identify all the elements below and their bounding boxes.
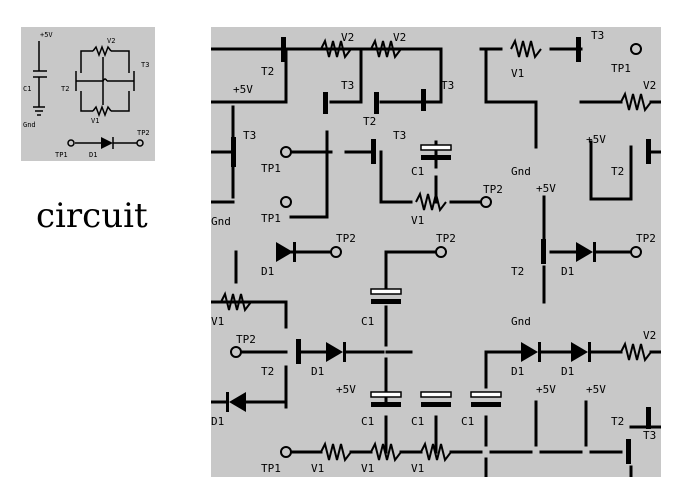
label-5v: +5V: [536, 383, 556, 396]
label-c1: C1: [361, 315, 374, 328]
label-c1: C1: [411, 415, 424, 428]
thumb-label-gnd: Gnd: [23, 121, 36, 129]
label-t2: T2: [611, 415, 624, 428]
circuit-canvas: T2 V2 V2 T3 T3 T2 T3 +5V T3 TP1 TP1 Gnd …: [211, 27, 661, 477]
label-5v: +5V: [586, 383, 606, 396]
label-c1: C1: [361, 415, 374, 428]
label-tp1: TP1: [261, 462, 281, 475]
label-c1: C1: [461, 415, 474, 428]
label-t3: T3: [341, 79, 354, 92]
label-d1: D1: [561, 265, 574, 278]
caption-text: circuit: [36, 196, 148, 236]
testpoint-layer: [230, 43, 642, 458]
label-v2: V2: [643, 79, 656, 92]
thumb-label-tp2: TP2: [137, 129, 150, 137]
label-t2: T2: [261, 65, 274, 78]
label-t3: T3: [393, 129, 406, 142]
thumb-label-d1: D1: [89, 151, 97, 159]
label-t3: T3: [643, 429, 656, 442]
thumb-label-v1: V1: [91, 117, 99, 125]
label-d1: D1: [311, 365, 324, 378]
label-v2: V2: [393, 31, 406, 44]
label-tp2: TP2: [336, 232, 356, 245]
label-v2: V2: [341, 31, 354, 44]
label-d1: D1: [261, 265, 274, 278]
thumb-label-5v: +5V: [40, 31, 53, 39]
label-v2: V2: [643, 329, 656, 342]
label-t2: T2: [511, 265, 524, 278]
label-layer: T2 V2 V2 T3 T3 T2 T3 +5V T3 TP1 TP1 Gnd …: [211, 29, 656, 475]
resistor-layer: [220, 38, 652, 463]
label-t2: T2: [261, 365, 274, 378]
thumb-label-c1: C1: [23, 85, 31, 93]
label-tp2: TP2: [636, 232, 656, 245]
label-t3: T3: [243, 129, 256, 142]
label-t3: T3: [591, 29, 604, 42]
label-v1: V1: [411, 214, 424, 227]
label-v1: V1: [411, 462, 424, 475]
diode-layer: [226, 242, 596, 412]
label-gnd: Gnd: [511, 165, 531, 178]
label-tp2: TP2: [436, 232, 456, 245]
label-t2: T2: [363, 115, 376, 128]
thumb-label-t3: T3: [141, 61, 149, 69]
thumbnail-rules: +5V V2 T3 T2 C1 V1 Gnd TP1 D1 TP2: [21, 27, 155, 161]
label-tp1: TP1: [261, 162, 281, 175]
label-v1: V1: [211, 315, 224, 328]
label-5v: +5V: [336, 383, 356, 396]
label-tp1: TP1: [261, 212, 281, 225]
label-5v: +5V: [536, 182, 556, 195]
thumbnail-background: [21, 27, 155, 161]
label-tp1: TP1: [611, 62, 631, 75]
label-d1: D1: [211, 415, 224, 428]
capacitor-layer: [370, 144, 502, 407]
label-d1: D1: [511, 365, 524, 378]
label-v1: V1: [361, 462, 374, 475]
transistor-layer: [231, 37, 651, 464]
label-d1: D1: [561, 365, 574, 378]
label-t3: T3: [441, 79, 454, 92]
label-tp2: TP2: [483, 183, 503, 196]
thumb-label-t2: T2: [61, 85, 69, 93]
thumb-label-v2: V2: [107, 37, 115, 45]
label-5v: +5V: [586, 133, 606, 146]
thumb-label-tp1: TP1: [55, 151, 68, 159]
label-tp2: TP2: [236, 333, 256, 346]
diode-icon: [101, 137, 113, 149]
label-v1: V1: [311, 462, 324, 475]
label-5v: +5V: [233, 83, 253, 96]
label-gnd: Gnd: [211, 215, 231, 228]
label-gnd: Gnd: [511, 315, 531, 328]
label-t2: T2: [611, 165, 624, 178]
label-c1: C1: [411, 165, 424, 178]
label-v1: V1: [511, 67, 524, 80]
